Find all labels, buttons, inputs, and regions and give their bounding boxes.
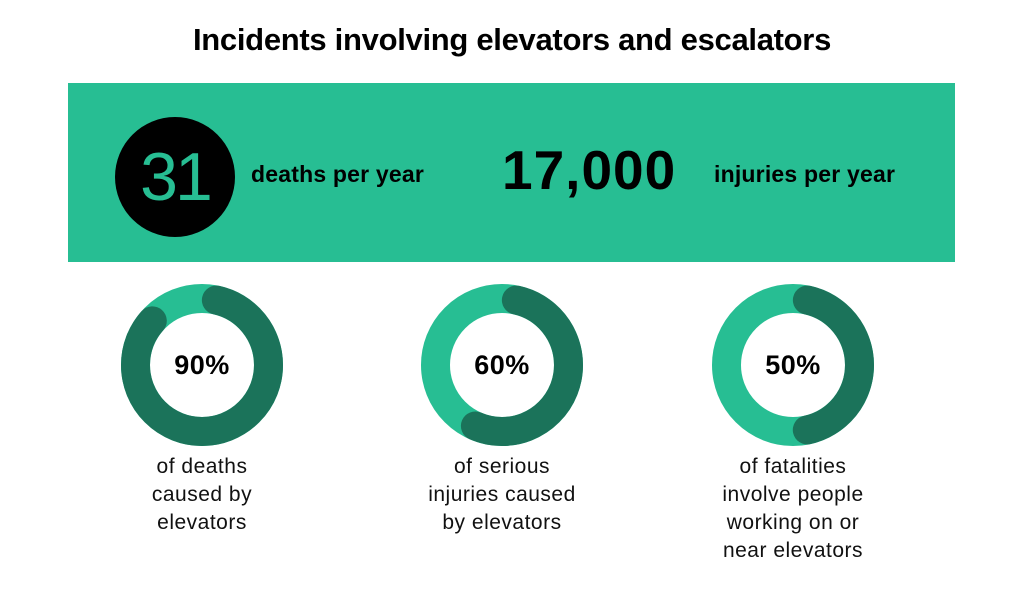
deaths-count-circle: 31 [115, 117, 235, 237]
caption-line: of deaths [156, 455, 248, 478]
deaths-label: deaths per year [251, 161, 425, 187]
donut-ring [421, 284, 583, 446]
caption-line: caused by [151, 483, 253, 506]
caption-line: of fatalities [739, 455, 847, 478]
caption-line: elevators [157, 511, 247, 534]
donut-chart-injuries: 60% [420, 283, 584, 447]
deaths-count: 31 [140, 139, 213, 215]
donut-chart-fatalities: 50% [711, 283, 875, 447]
donut-value: 90% [174, 349, 230, 380]
donut-caption-deaths: of deaths caused by elevators [92, 453, 312, 537]
caption-line: by elevators [442, 511, 562, 534]
donut-chart-deaths: 90% [120, 283, 284, 447]
donut-value: 50% [765, 349, 821, 380]
caption-line: involve people [722, 483, 864, 506]
caption-line: near elevators [722, 539, 864, 562]
caption-line: working on or [726, 511, 860, 534]
donut-ring [121, 284, 283, 446]
donut-ring [712, 284, 874, 446]
caption-line: injuries caused [428, 483, 576, 506]
injuries-count: 17,000 [502, 139, 677, 201]
caption-line: of serious [453, 455, 551, 478]
chart-title: Incidents involving elevators and escala… [192, 22, 832, 57]
donut-caption-injuries: of serious injuries caused by elevators [392, 453, 612, 537]
injuries-label: injuries per year [714, 161, 896, 187]
donut-caption-fatalities: of fatalities involve people working on … [683, 453, 903, 565]
donut-value: 60% [474, 349, 530, 380]
